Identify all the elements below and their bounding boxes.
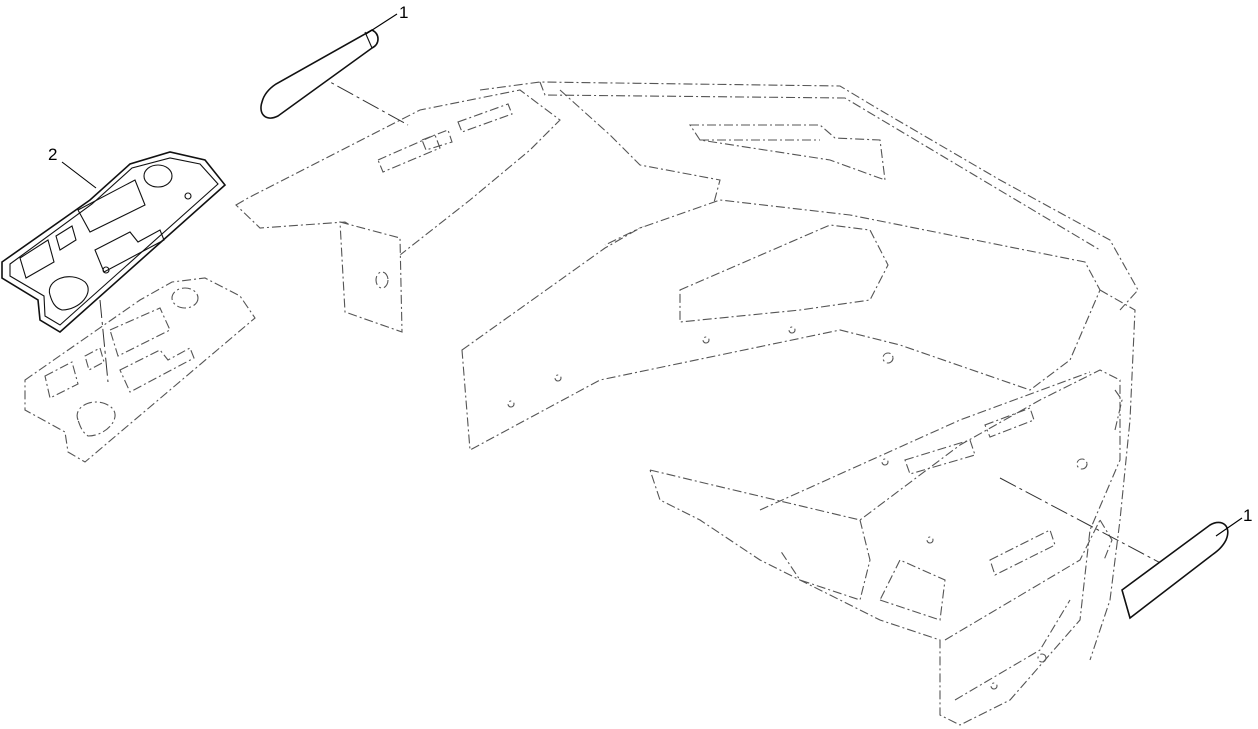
pad-part-right <box>1121 521 1229 620</box>
callout-leader-top-pad <box>365 13 398 35</box>
top-pad-centerline <box>311 71 409 126</box>
gasket-part <box>1 151 227 333</box>
right-pad-centerline <box>999 477 1171 569</box>
pad-part-top <box>260 29 379 119</box>
callout-leader-gasket <box>61 161 97 189</box>
callout-leader-right-pad <box>1215 517 1243 537</box>
frame-assembly <box>235 81 1139 726</box>
callout-label-top-pad: 1 <box>399 3 409 22</box>
callout-label-right-pad: 1 <box>1243 506 1253 525</box>
callout-label-gasket: 2 <box>48 145 58 164</box>
gasket-centerline <box>99 299 109 383</box>
gasket-ghost <box>24 277 256 463</box>
